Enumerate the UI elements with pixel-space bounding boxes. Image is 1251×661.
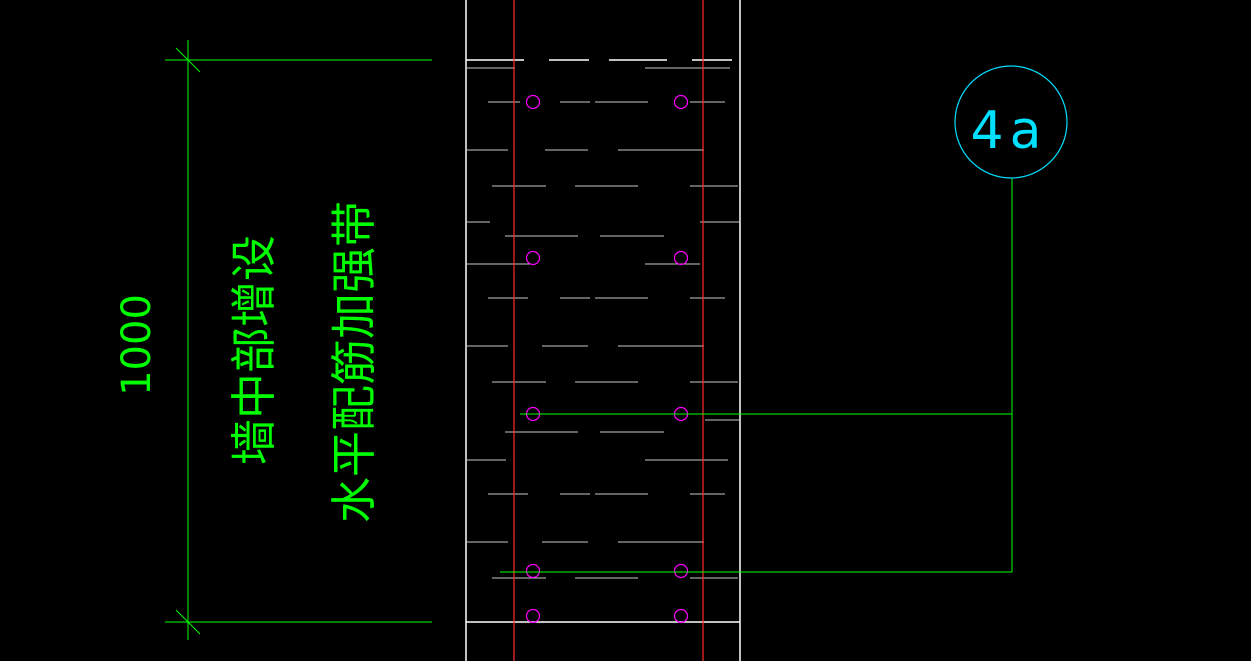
rebar-section-circle bbox=[525, 250, 541, 266]
callout-label: 4a bbox=[971, 101, 1048, 161]
dimension-tick-bottom bbox=[175, 609, 201, 635]
rebar-section-circle bbox=[525, 563, 541, 579]
callout-circle[interactable] bbox=[954, 65, 1068, 179]
rebar-section-circle bbox=[525, 608, 541, 624]
rebar-section-circle bbox=[673, 608, 689, 624]
dimension-group bbox=[165, 40, 432, 640]
note-line-2: 水平配筋加强带 bbox=[327, 201, 381, 523]
rebar-section-circle bbox=[673, 94, 689, 110]
rebar-section-circle bbox=[673, 250, 689, 266]
dimension-tick-top bbox=[175, 47, 201, 73]
masonry-hatch bbox=[466, 67, 740, 579]
wall-section bbox=[465, 0, 741, 661]
note-line-1: 墙中部增设 bbox=[227, 235, 281, 465]
dimension-text: 1000 bbox=[114, 294, 160, 396]
rebar-section-circle bbox=[525, 94, 541, 110]
leader-group bbox=[500, 178, 1013, 573]
rebar-section-circle bbox=[673, 563, 689, 579]
rebar-sections bbox=[525, 94, 689, 624]
